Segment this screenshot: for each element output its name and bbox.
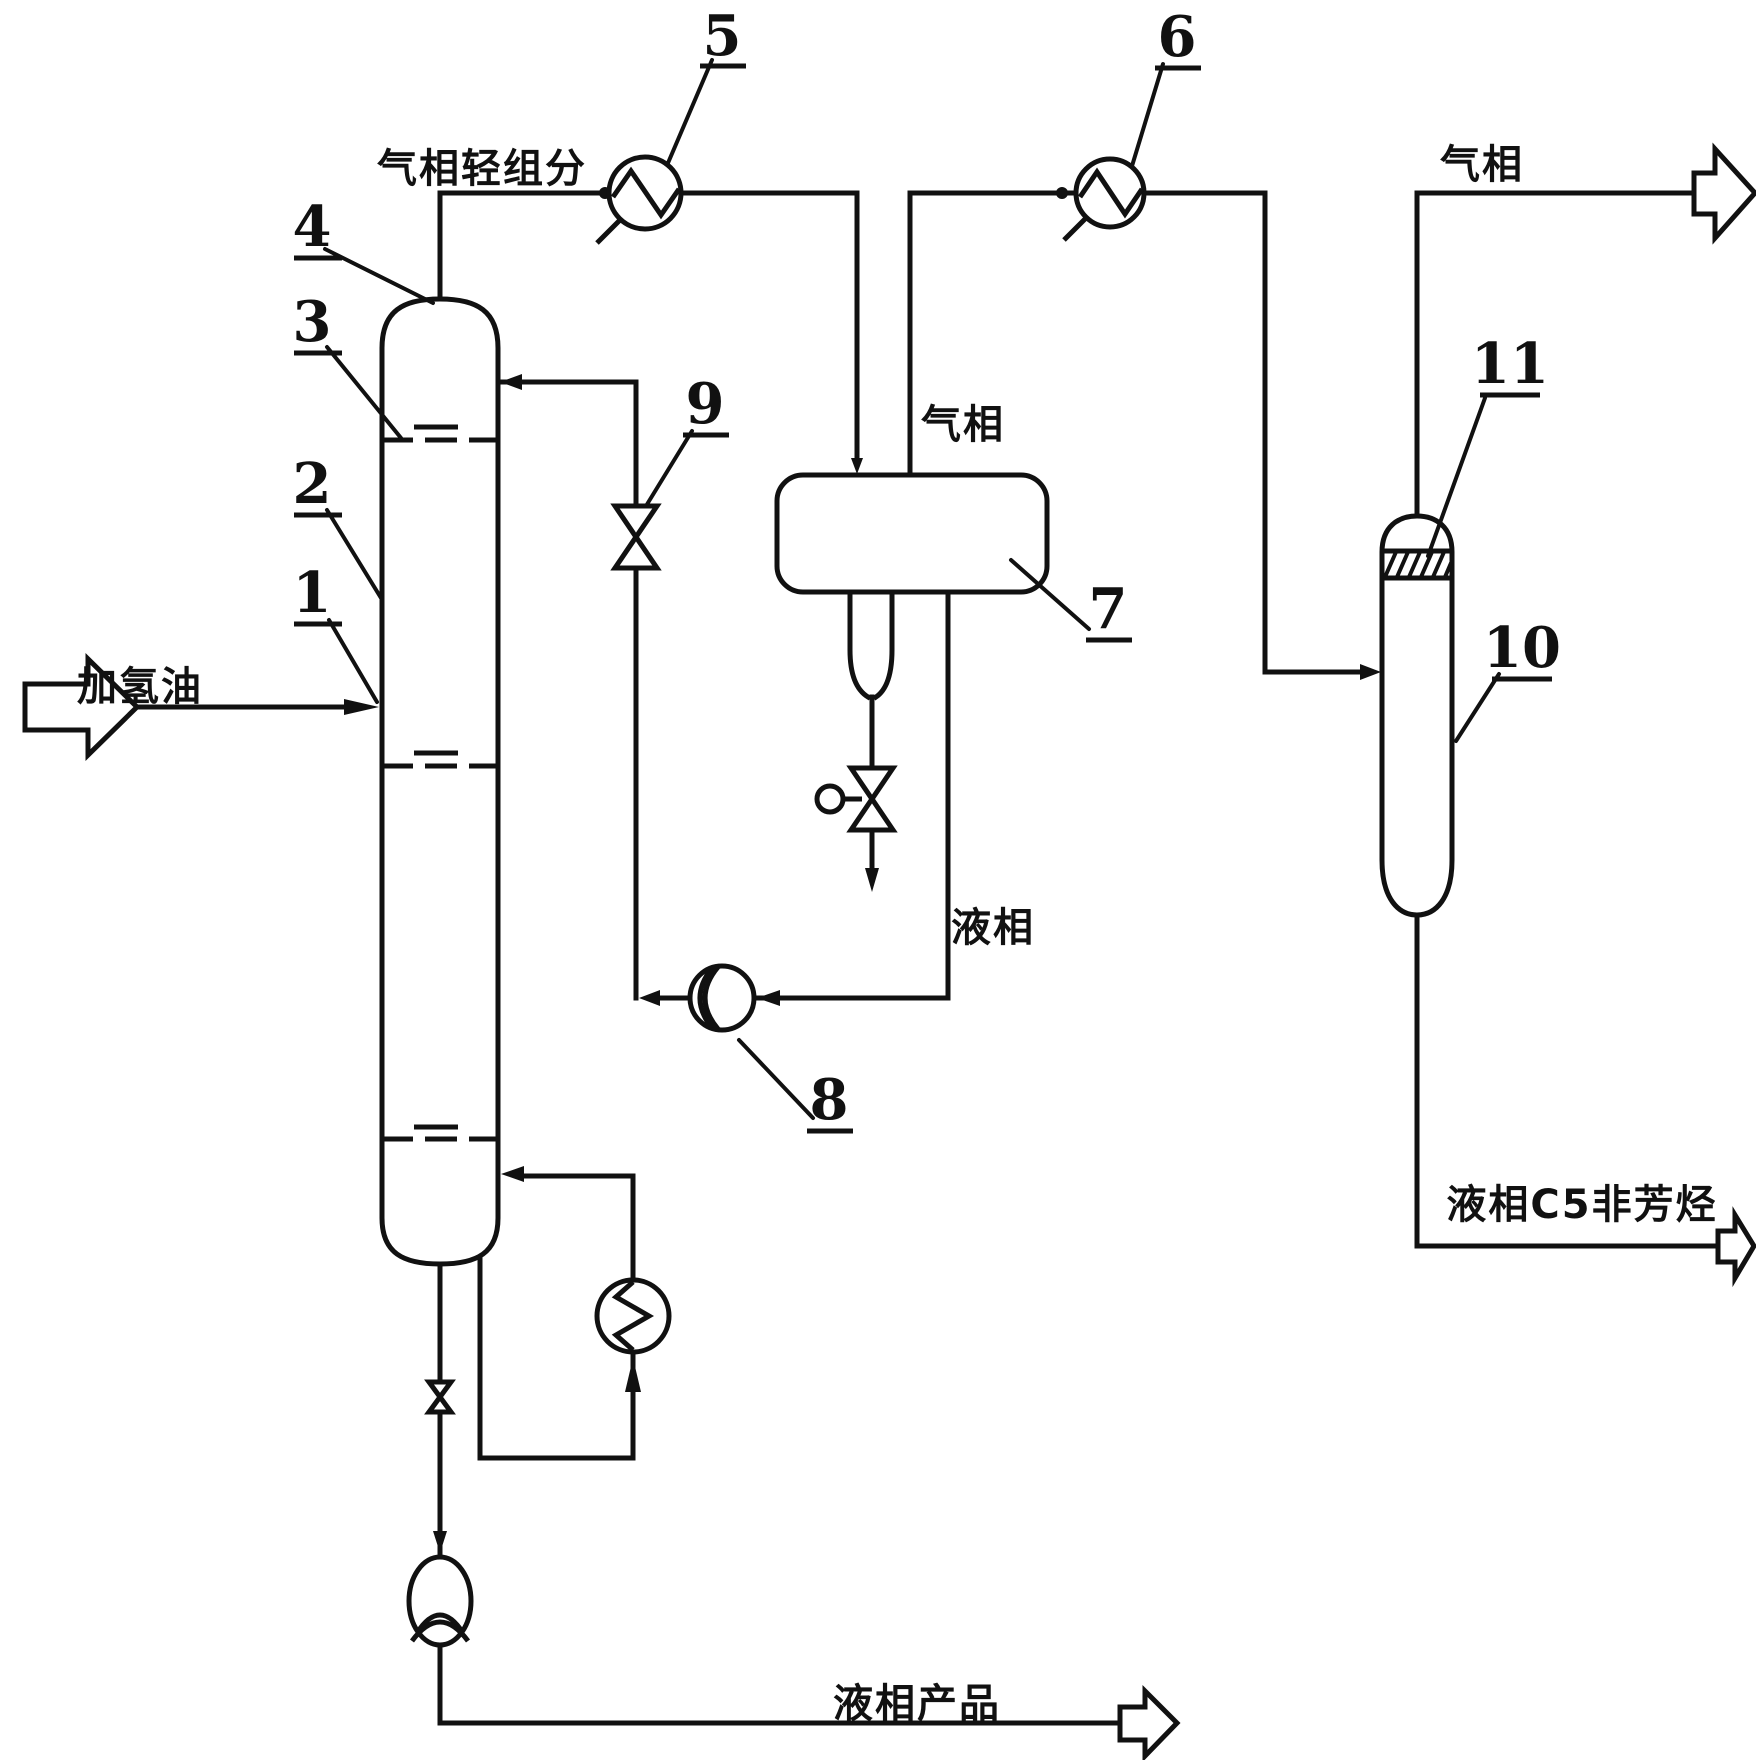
label-10: 10 <box>1483 615 1561 681</box>
label-1: 1 <box>293 560 332 626</box>
distillation-column <box>379 296 501 1267</box>
bottoms-pump <box>406 1554 474 1648</box>
leader-6 <box>1130 62 1165 168</box>
bottoms-outlet-arrow-icon <box>1117 1684 1181 1760</box>
label-2: 2 <box>293 451 332 517</box>
arrow-into-drum-icon <box>851 458 863 474</box>
leader-5 <box>666 58 714 165</box>
stream-label-drum-vapor: 气相 <box>921 402 1005 448</box>
vapor-outlet-arrow-icon <box>1691 142 1756 245</box>
label-9: 9 <box>686 371 725 437</box>
stream-label-drum-liquid: 液相 <box>951 905 1035 951</box>
drum-vapor-line <box>907 190 1363 675</box>
arrow-feed-into-column-icon <box>344 699 379 715</box>
label-7: 7 <box>1089 576 1128 642</box>
arrow-drain-down-icon <box>865 868 879 892</box>
stream-label-overhead-light-components: 气相轻组分 <box>377 146 587 192</box>
arrow-into-reboiler-icon <box>625 1358 641 1392</box>
c5-liquid-line <box>1414 912 1721 1249</box>
leader-3 <box>325 345 403 440</box>
label-4: 4 <box>293 194 332 260</box>
arrow-into-bottoms-pump-icon <box>433 1531 447 1553</box>
leader-11 <box>1426 396 1487 558</box>
leader-10 <box>1454 672 1501 743</box>
column-tray-lower <box>383 1124 497 1142</box>
arrow-into-pump8-icon <box>757 990 780 1006</box>
column-tray-upper <box>383 424 497 443</box>
leader-8 <box>737 1038 815 1120</box>
packing-band-11 <box>1382 548 1453 581</box>
leader-9 <box>644 429 694 508</box>
leader-2 <box>325 508 383 600</box>
reboiler <box>594 1277 672 1355</box>
bottoms-valve <box>424 1379 456 1415</box>
stream-label-bottoms-product: 液相产品 <box>833 1681 1001 1727</box>
pump-8 <box>687 963 757 1033</box>
adsorber-column-10 <box>1379 513 1455 918</box>
drum-boot-left <box>847 591 872 701</box>
drum-liquid-line <box>755 591 951 1001</box>
bottoms-line-lower <box>437 1409 1123 1726</box>
arrow-reflux-into-column-icon <box>500 374 522 390</box>
label-6: 6 <box>1158 4 1197 70</box>
drain-valve <box>814 765 898 833</box>
label-11: 11 <box>1471 331 1549 397</box>
condenser-6 <box>1062 156 1147 242</box>
stream-label-feed: 加氢油 <box>77 664 203 710</box>
reflux-line-upper <box>497 379 639 509</box>
reboiler-loop-line <box>477 1173 636 1461</box>
condenser-5 <box>595 154 684 245</box>
arrow-into-column10-icon <box>1360 664 1381 680</box>
overhead-vapor-line <box>437 190 860 463</box>
label-3: 3 <box>293 289 332 355</box>
drum-boot-right <box>872 591 895 701</box>
leader-4 <box>323 247 435 305</box>
feed-inlet-arrow-icon <box>22 653 141 761</box>
leader-7 <box>1009 558 1091 631</box>
label-8: 8 <box>810 1067 849 1133</box>
junction-dot-before-condenser6 <box>1056 187 1068 199</box>
label-5: 5 <box>703 3 742 69</box>
drain-valve-handwheel-icon <box>814 783 846 815</box>
stream-label-outlet-vapor: 气相 <box>1440 142 1524 188</box>
flash-drum-7 <box>774 472 1050 595</box>
stream-label-c5-liquid: 液相C5非芳烃 <box>1446 1182 1717 1228</box>
column10-vapor-outlet-line <box>1414 190 1697 517</box>
arrow-pump8-discharge-icon <box>639 990 660 1006</box>
leader-1 <box>327 618 379 704</box>
arrow-reboiler-return-icon <box>501 1166 524 1182</box>
valve-9 <box>610 503 662 571</box>
c5-outlet-arrow-icon <box>1715 1206 1756 1288</box>
column-tray-middle <box>383 750 497 769</box>
